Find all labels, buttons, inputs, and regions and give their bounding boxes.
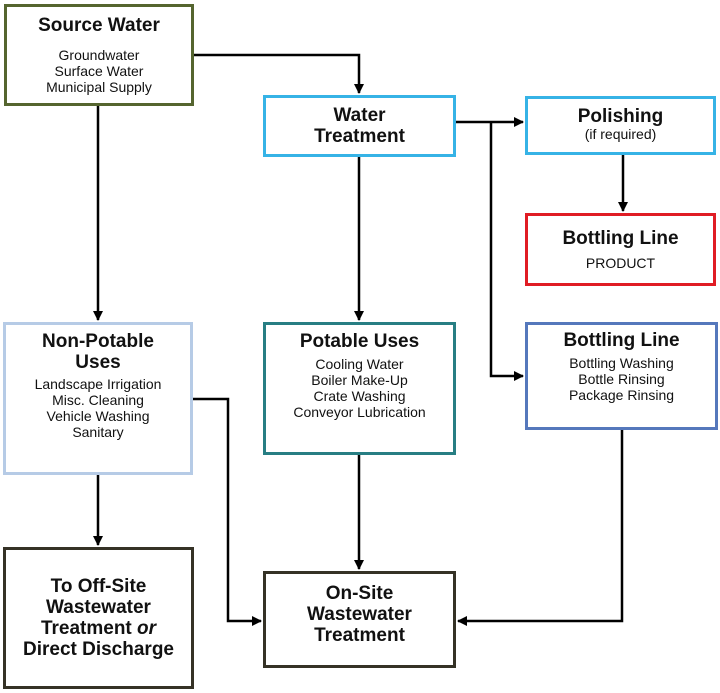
source-item: Surface Water [54, 63, 144, 79]
non-potable-item: Sanitary [72, 424, 124, 440]
non-potable-title-line: Non-Potable [42, 331, 154, 352]
polishing-subtitle: (if required) [584, 126, 657, 142]
polishing-title: Polishing [577, 106, 664, 127]
bottling-line-item: Package Rinsing [568, 387, 675, 403]
water-treatment-box: Water Treatment [263, 95, 456, 157]
offsite-title-line: Treatment or [6, 618, 191, 639]
arrow-source-to-treatment [194, 53, 364, 94]
source-item: Groundwater [58, 47, 140, 63]
source-water-title: Source Water [38, 15, 160, 36]
offsite-title-line: Wastewater [46, 597, 151, 618]
bottling-line-title: Bottling Line [563, 330, 680, 351]
potable-items: Cooling Water Boiler Make-Up Crate Washi… [266, 356, 453, 420]
bottling-line-item: Bottling Washing [569, 355, 674, 371]
bottling-product-title: Bottling Line [562, 228, 679, 249]
non-potable-item: Landscape Irrigation [34, 376, 162, 392]
potable-item: Crate Washing [313, 388, 406, 404]
offsite-title-line: To Off-Site [50, 576, 147, 597]
potable-uses-title: Potable Uses [299, 331, 420, 352]
non-potable-item: Misc. Cleaning [52, 392, 144, 408]
bottling-product-label: PRODUCT [585, 255, 656, 271]
bottling-line-item: Bottle Rinsing [578, 371, 665, 387]
bottling-line-items: Bottling Washing Bottle Rinsing Package … [528, 355, 715, 403]
bottling-line-box: Bottling Line Bottling Washing Bottle Ri… [525, 322, 718, 430]
source-item: Municipal Supply [46, 79, 152, 95]
bottling-product-box: Bottling Line PRODUCT [525, 213, 716, 286]
source-water-box: Source Water Groundwater Surface Water M… [4, 4, 194, 106]
source-water-items: Groundwater Surface Water Municipal Supp… [7, 47, 191, 95]
potable-item: Cooling Water [315, 356, 404, 372]
offsite-title-line: Direct Discharge [22, 639, 174, 660]
arrow-bottling-line-to-onsite [457, 430, 624, 626]
arrow-treatment-to-bottling-line [489, 122, 524, 381]
offsite-or-word: or [137, 618, 157, 639]
non-potable-items: Landscape Irrigation Misc. Cleaning Vehi… [6, 376, 190, 440]
onsite-title-line: Treatment [314, 625, 405, 646]
potable-uses-box: Potable Uses Cooling Water Boiler Make-U… [263, 322, 456, 455]
onsite-title-line: Wastewater [307, 604, 412, 625]
polishing-box: Polishing (if required) [525, 96, 716, 155]
non-potable-title-line: Uses [75, 352, 121, 373]
offsite-treatment-word: Treatment [40, 618, 132, 639]
water-treatment-title-line: Water [333, 105, 386, 126]
potable-item: Conveyor Lubrication [293, 404, 426, 420]
onsite-wastewater-box: On-Site Wastewater Treatment [263, 571, 456, 668]
arrow-nonpotable-to-onsite [193, 397, 262, 626]
onsite-title-line: On-Site [325, 583, 394, 604]
water-treatment-title-line: Treatment [314, 126, 405, 147]
offsite-wastewater-box: To Off-Site Wastewater Treatment or Dire… [3, 547, 194, 689]
potable-item: Boiler Make-Up [311, 372, 408, 388]
non-potable-item: Vehicle Washing [46, 408, 150, 424]
non-potable-uses-box: Non-Potable Uses Landscape Irrigation Mi… [3, 322, 193, 475]
